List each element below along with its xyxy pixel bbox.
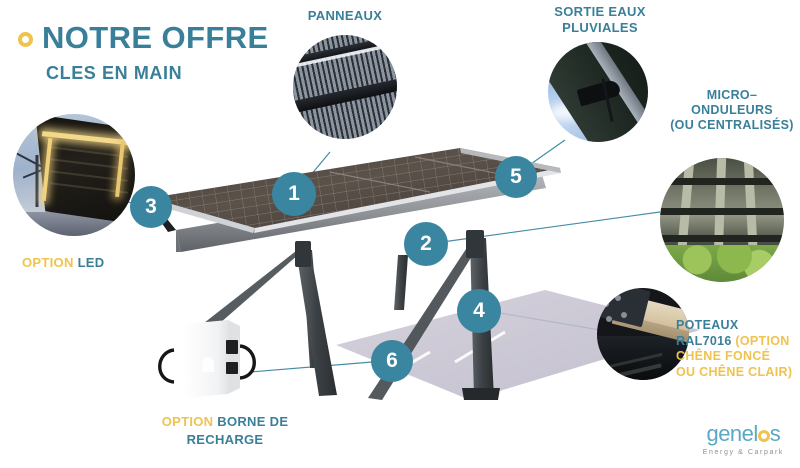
led-lighting-night-photo xyxy=(13,114,135,236)
label-micro-line3: (OU CENTRALISÉS) xyxy=(670,118,794,132)
brand-logo-name-a: genel xyxy=(706,421,758,446)
ev-charging-station xyxy=(158,320,256,398)
callout-badge-5-label: 5 xyxy=(510,165,522,188)
label-poteaux-option: (OPTION xyxy=(735,333,790,348)
callout-badge-1-label: 1 xyxy=(288,182,300,205)
callout-badge-3[interactable]: 3 xyxy=(130,186,172,228)
brand-logo-o-icon xyxy=(757,430,770,442)
label-option-led-led: LED xyxy=(77,255,105,270)
callout-badge-4-label: 4 xyxy=(473,299,485,322)
label-micro-line2: ONDULEURS xyxy=(691,103,773,117)
label-borne-recharge: OPTION BORNE DE RECHARGE xyxy=(130,413,320,448)
label-panneaux: PANNEAUX xyxy=(280,8,410,24)
label-sortie-eaux-line2: PLUVIALES xyxy=(562,19,638,35)
solar-panel-closeup-photo xyxy=(293,35,397,139)
callout-badge-6-label: 6 xyxy=(386,349,398,372)
rainwater-outlet-photo xyxy=(548,42,648,142)
label-micro-line1: MICRO– xyxy=(706,88,758,102)
page-title: NOTRE OFFRE xyxy=(42,20,269,55)
callout-badge-1[interactable]: 1 xyxy=(272,172,316,216)
label-borne-line2: RECHARGE xyxy=(186,431,264,447)
callout-badge-5[interactable]: 5 xyxy=(495,156,537,198)
label-poteaux-line1: POTEAUX xyxy=(676,318,739,332)
callout-badge-4[interactable]: 4 xyxy=(457,289,501,333)
callout-badge-2-label: 2 xyxy=(420,232,432,255)
micro-inverters-underside-photo xyxy=(660,158,784,282)
callout-badge-3-label: 3 xyxy=(145,195,157,218)
label-micro-onduleurs: MICRO– ONDULEURS (OU CENTRALISÉS) xyxy=(664,88,800,133)
label-poteaux: POTEAUX RAL7016 (OPTION CHÊNE FONCÉ OU C… xyxy=(676,318,800,381)
label-panneaux-text: PANNEAUX xyxy=(307,8,383,23)
label-poteaux-line3: CHÊNE FONCÉ xyxy=(676,349,771,364)
label-poteaux-ral: RAL7016 xyxy=(676,333,732,348)
callout-badge-6[interactable]: 6 xyxy=(371,340,413,382)
brand-logo-tagline: Energy & Carpark xyxy=(702,449,784,456)
brand-logo-name-b: s xyxy=(769,421,781,446)
label-borne-option: OPTION xyxy=(161,414,214,429)
label-borne-line1: BORNE DE xyxy=(217,414,289,429)
page-title-block: NOTRE OFFRE CLES EN MAIN xyxy=(18,22,269,84)
label-option-led: OPTION LED xyxy=(22,255,104,271)
label-sortie-eaux: SORTIE EAUX PLUVIALES xyxy=(530,4,670,35)
page-subtitle: CLES EN MAIN xyxy=(46,63,183,83)
callout-badge-2[interactable]: 2 xyxy=(404,222,448,266)
label-poteaux-line4: OU CHÊNE CLAIR) xyxy=(676,364,793,379)
label-sortie-eaux-line1: SORTIE EAUX xyxy=(554,4,646,19)
wooden-post-bracket-photo xyxy=(597,288,689,380)
ring-icon xyxy=(18,32,33,47)
label-option-led-option: OPTION xyxy=(22,255,74,270)
